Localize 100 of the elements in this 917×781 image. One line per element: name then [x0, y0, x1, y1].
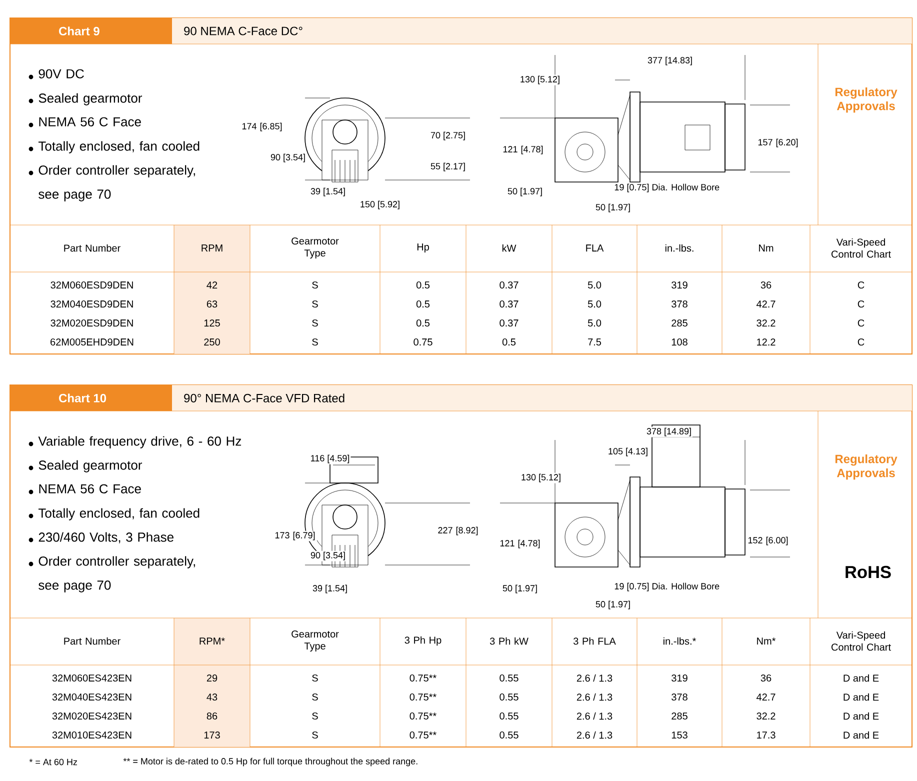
dimension-label: 116 [4.59]: [309, 454, 351, 464]
bullet-item: 90V DC: [38, 69, 84, 78]
column-header: Vari-Speed Control Chart: [832, 631, 891, 651]
table-cell: 285: [672, 712, 688, 720]
table-cell: D and E: [844, 712, 879, 720]
table-cell: 319: [672, 674, 688, 682]
rohs-mark: RoHS: [846, 566, 891, 578]
column-header: Gearmotor Type: [292, 237, 339, 259]
dimension-label: 90 [3.54]: [310, 550, 347, 562]
column-header: 3 Ph kW: [490, 637, 528, 645]
dimension-label: 173 [6.79]: [273, 530, 317, 542]
dimension-label: 105 [4.13]: [607, 446, 650, 458]
dimension-label: 130 [5.12]: [519, 74, 562, 86]
dimension-label: 50 [1.97]: [506, 186, 544, 198]
dimension-label: 55 [2.17]: [430, 162, 467, 172]
table-cell: 125: [204, 319, 220, 327]
table-cell: 32M060ES423EN: [52, 674, 132, 682]
table-cell: 0.55: [500, 731, 518, 739]
column-header: Gearmotor Type: [292, 630, 339, 652]
table-cell: 108: [672, 338, 688, 346]
footnote: ** = Motor is de-rated to 0.5 Hp for full torque throughout the speed range.: [123, 758, 418, 766]
column-header: RPM: [202, 244, 222, 252]
table-cell: 173: [204, 731, 220, 739]
table-cell: 0.75: [414, 338, 432, 346]
table-cell: C: [858, 319, 864, 327]
table-cell: 0.75**: [410, 674, 436, 682]
table-cell: 32M060ESD9DEN: [50, 281, 133, 289]
table-cell: C: [858, 281, 864, 289]
bullet-item: Totally enclosed, fan cooled: [38, 141, 200, 154]
column-header: Nm: [759, 244, 774, 252]
column-header: Part Number: [64, 244, 120, 252]
dimension-label: 152 [6.00]: [746, 536, 790, 546]
dimension-label: 39 [1.54]: [310, 186, 347, 198]
approvals-heading: Regulatory Approvals: [835, 454, 898, 480]
table-cell: 63: [206, 300, 218, 308]
bullet-item: Order controller separately, see page 70: [38, 165, 195, 202]
table-cell: 42.7: [756, 694, 776, 700]
dimension-label: 39 [1.54]: [312, 584, 349, 594]
table-cell: 0.75**: [410, 731, 436, 739]
table-cell: S: [312, 674, 318, 682]
table-cell: S: [312, 712, 318, 720]
table-cell: 36: [760, 281, 772, 289]
table-cell: D and E: [844, 674, 879, 682]
column-header: Part Number: [64, 637, 120, 645]
dimension-label: 378 [14.89]: [646, 426, 693, 438]
table-cell: 0.55: [500, 712, 518, 720]
column-header: in.-lbs.: [665, 244, 694, 252]
bullet-item: Order controller separately, see page 70: [38, 556, 195, 592]
table-cell: C: [858, 338, 864, 346]
table-cell: S: [312, 319, 318, 327]
table-cell: 2.6 / 1.3: [576, 731, 612, 739]
bullet-item: Variable frequency drive, 6 - 60 Hz: [38, 436, 242, 448]
dimension-label: 50 [1.97]: [502, 584, 539, 594]
table-cell: 12.2: [757, 338, 776, 346]
table-cell: 0.37: [500, 300, 518, 308]
table-cell: S: [312, 693, 318, 701]
table-cell: 2.6 / 1.3: [576, 693, 612, 701]
bullet-item: NEMA 56 C Face: [39, 484, 141, 494]
footnote: * = At 60 Hz: [29, 758, 78, 766]
dimension-label: 157 [6.20]: [756, 138, 800, 148]
table-cell: 0.37: [500, 281, 518, 289]
table-cell: 32M010ES423EN: [52, 731, 132, 739]
table-cell: S: [312, 731, 318, 739]
bullet-item: Sealed gearmotor: [38, 460, 142, 472]
table-cell: 62M005EHD9DEN: [50, 338, 134, 346]
column-header: 3 Ph Hp: [404, 636, 442, 646]
chart-header: Chart 10: [10, 385, 172, 411]
table-cell: 319: [672, 281, 688, 289]
bullet-item: 230/460 Volts, 3 Phase: [38, 532, 174, 544]
table-cell: C: [858, 300, 864, 308]
dimension-label: 90 [3.54]: [270, 152, 307, 164]
column-header: FLA: [586, 244, 604, 252]
dimension-label: 377 [14.83]: [646, 56, 694, 66]
table-cell: 86: [206, 712, 218, 720]
dimension-label: 19 [0.75] Dia. Hollow Bore: [614, 184, 720, 192]
dimension-label: 121 [4.78]: [501, 144, 545, 156]
dimension-label: 150 [5.92]: [358, 200, 402, 210]
table-cell: 2.6 / 1.3: [576, 712, 612, 720]
table-cell: 29: [206, 674, 218, 682]
table-cell: 42: [206, 282, 218, 288]
table-cell: 2.6 / 1.3: [576, 674, 612, 682]
dimension-label: 50 [1.97]: [594, 202, 632, 214]
dimension-label: 174 [6.85]: [240, 122, 284, 132]
table-cell: 32M040ESD9DEN: [50, 300, 133, 308]
table-cell: 17.3: [757, 731, 776, 739]
table-cell: 42.7: [756, 300, 776, 308]
table-cell: 378: [672, 693, 688, 701]
column-header: Hp: [417, 244, 429, 252]
table-cell: 32M020ESD9DEN: [50, 319, 133, 327]
table-cell: D and E: [844, 693, 879, 701]
dimension-label: 50 [1.97]: [594, 600, 632, 610]
table-cell: 285: [672, 319, 688, 327]
bullet-item: Totally enclosed, fan cooled: [38, 508, 200, 520]
bullet-item: Sealed gearmotor: [38, 93, 142, 106]
table-cell: 250: [204, 338, 220, 346]
table-cell: 36: [760, 674, 772, 682]
table-cell: 0.75**: [410, 712, 436, 720]
table-cell: 5.0: [588, 281, 602, 289]
table-cell: S: [312, 281, 318, 289]
dimension-label: 70 [2.75]: [430, 130, 467, 142]
